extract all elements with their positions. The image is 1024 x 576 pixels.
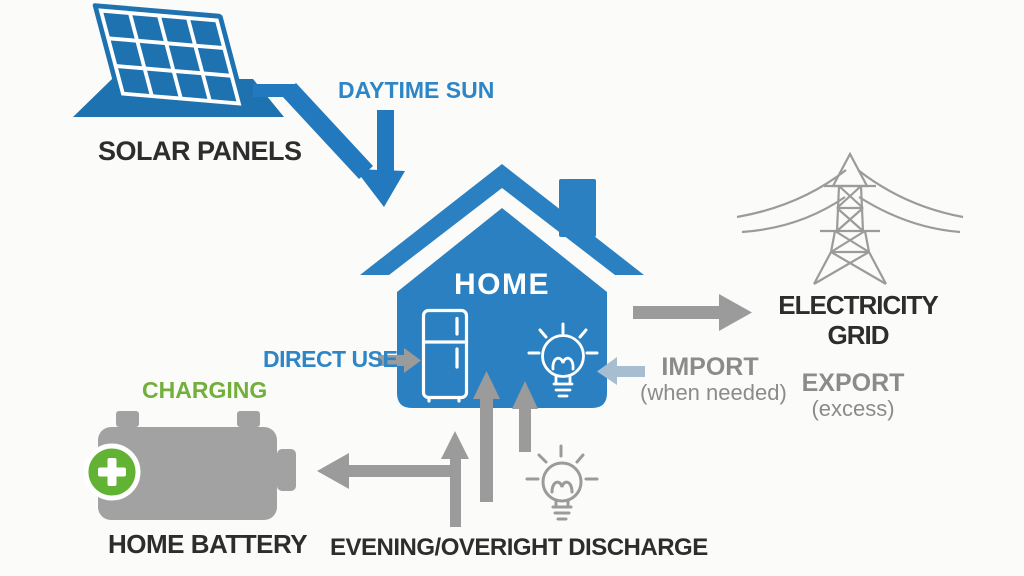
lightbulb-icon	[527, 322, 599, 398]
discharge-label: EVENING/OVERIGHT DISCHARGE	[330, 534, 708, 561]
import-label-sub: (when needed)	[640, 380, 787, 405]
daytime-sun-arrow-icon	[282, 83, 405, 207]
export-label-main: EXPORT	[801, 369, 905, 397]
import-label: IMPORT (when needed)	[640, 353, 787, 406]
direct-use-label: DIRECT USE	[263, 346, 398, 372]
solar-panel-icon	[73, 3, 297, 117]
direct-use-arrow-icon	[378, 348, 421, 373]
house-icon	[360, 164, 644, 408]
discharge-bulb-rays	[525, 444, 599, 481]
charging-arrow-icon	[317, 453, 450, 489]
refrigerator-icon	[421, 308, 469, 403]
discharge-up-arrow-b-icon	[512, 381, 538, 452]
solar-panels-label: SOLAR PANELS	[98, 136, 302, 166]
discharge-bulb-icon	[525, 444, 599, 521]
export-label-sub: (excess)	[811, 396, 895, 421]
home-label: HOME	[454, 268, 550, 301]
home-battery-label: HOME BATTERY	[108, 529, 308, 559]
import-arrow-icon	[597, 357, 645, 385]
battery-icon	[83, 411, 296, 520]
discharge-up-arrow-a-icon	[473, 371, 500, 502]
discharge-up-arrow-c-icon	[441, 431, 469, 527]
electricity-grid-label-line1: ELECTRICITY	[778, 290, 938, 320]
electricity-grid-label-line2: GRID	[827, 320, 890, 350]
charging-label: CHARGING	[142, 377, 268, 403]
lightbulb-rays	[527, 322, 599, 355]
charging-plus-icon	[83, 443, 141, 501]
import-label-main: IMPORT	[661, 353, 759, 381]
daytime-sun-label: DAYTIME SUN	[338, 77, 495, 103]
electricity-grid-label: ELECTRICITY GRID	[770, 290, 946, 350]
transmission-tower-icon	[736, 151, 964, 285]
export-label: EXPORT (excess)	[788, 369, 918, 422]
export-arrow-icon	[633, 294, 752, 331]
